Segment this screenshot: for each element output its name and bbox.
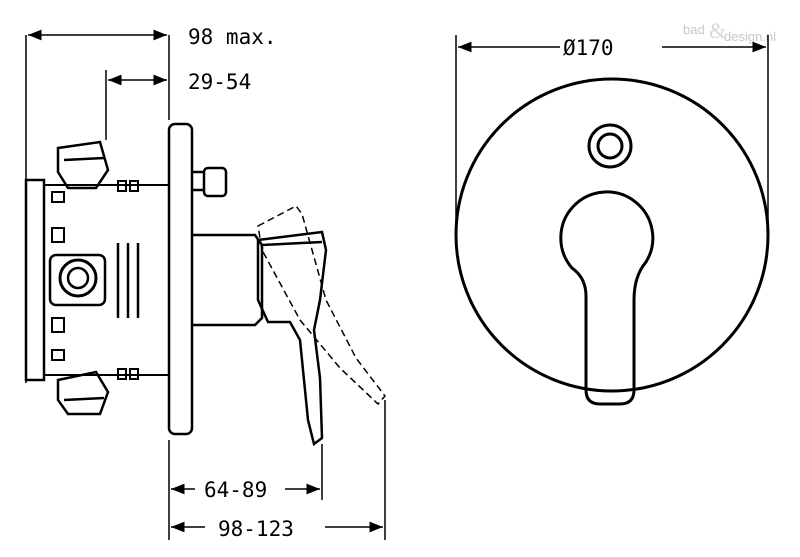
diameter-label: Ø170 [563,36,614,60]
dimension-max-depth [25,29,170,383]
lever-projection-label: 64-89 [204,478,267,502]
cover-plate [454,77,770,393]
lever-handle-front [559,190,655,406]
total-projection-label: 98-123 [218,517,294,541]
lever-alt-position [257,205,386,406]
rough-in-body [24,140,170,416]
dimension-diameter [455,35,769,230]
wall-plate-side [167,122,194,436]
ampersand-icon: & [709,18,726,43]
wall-depth-label: 29-54 [188,70,251,94]
front-view [454,35,770,406]
diverter-knob-side [192,166,228,198]
watermark-right: design.nl [724,29,776,44]
max-depth-label: 98 max. [188,25,277,49]
watermark: bad & design.nl [683,18,776,44]
diverter-knob-front [587,123,633,169]
valve-body [192,233,264,327]
side-view [24,29,386,540]
dimension-wall-depth [105,70,167,140]
watermark-left: bad [683,22,705,37]
lever-handle-side [256,230,328,447]
